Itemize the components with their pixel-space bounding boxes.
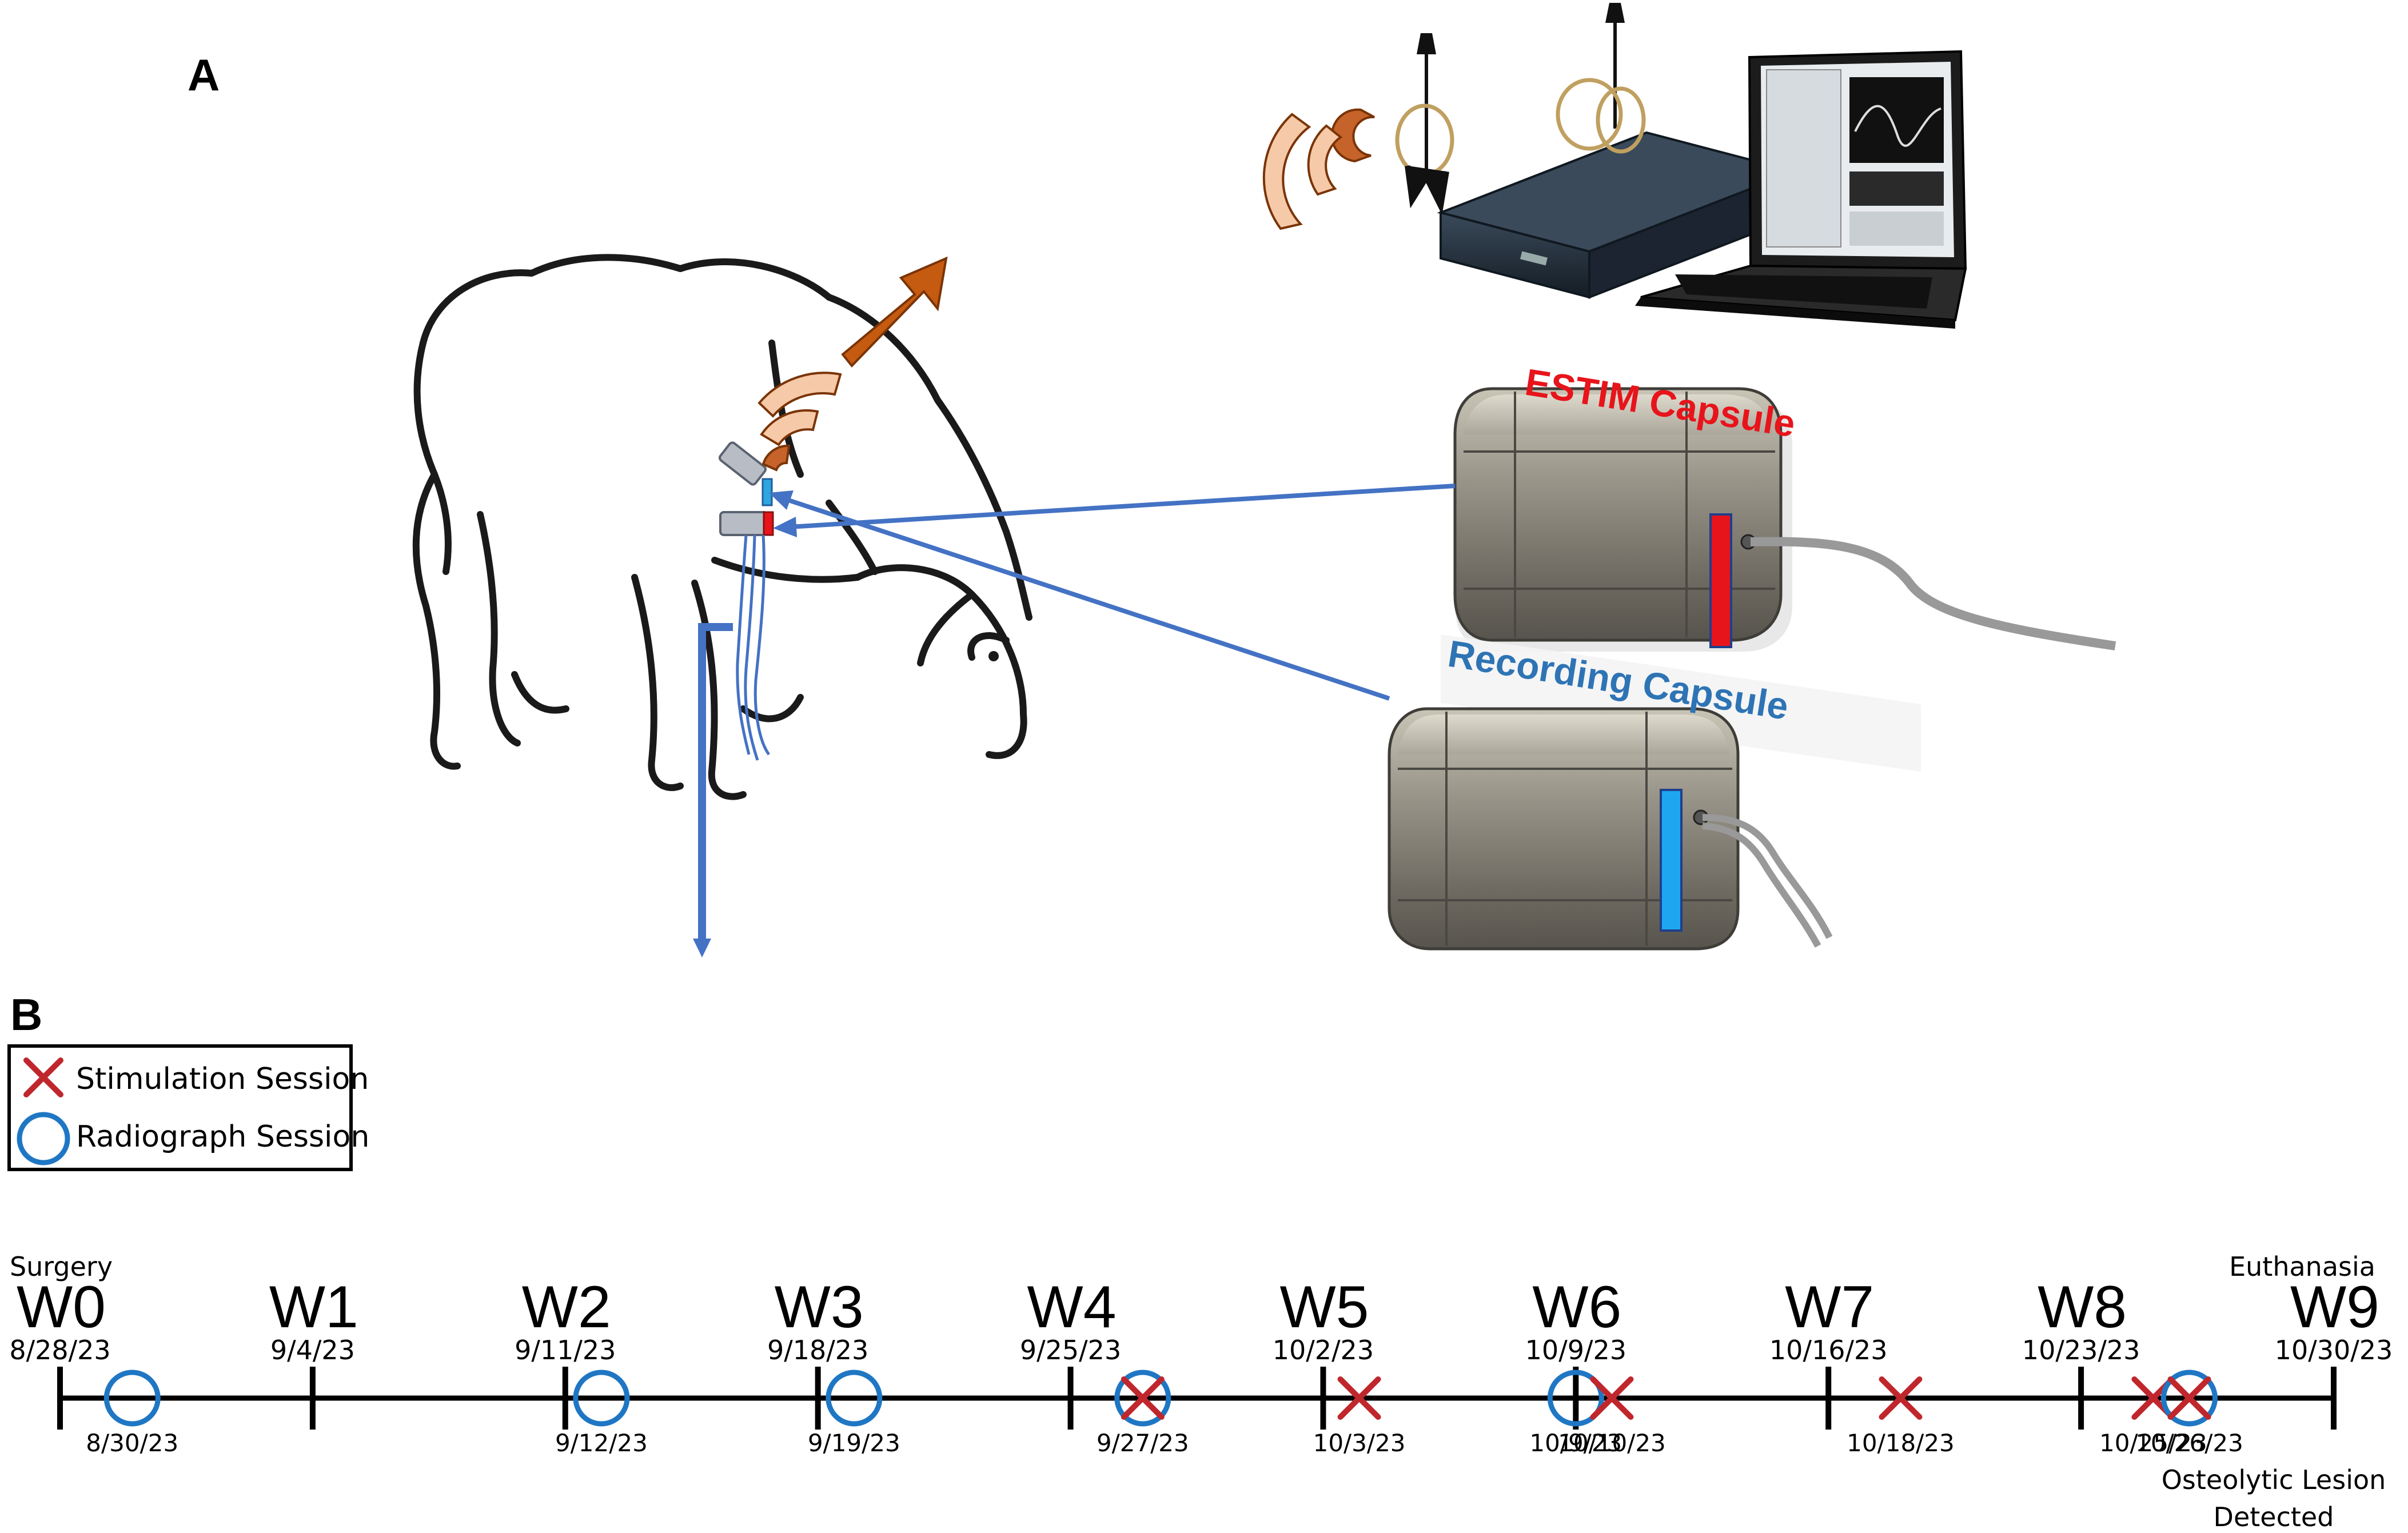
week-note: Surgery [10,1251,113,1282]
session-event: 10/10/23 [1558,1376,1666,1457]
session-date: 9/27/23 [1097,1429,1189,1457]
session-date: 10/18/23 [1847,1429,1955,1457]
recording-electrode [1660,789,1683,932]
lesion-note-line2: Detected [2214,1502,2334,1532]
session-date: 10/3/23 [1313,1429,1406,1457]
legend-radiograph-label: Radiograph Session [76,1120,369,1154]
stimulation-session-marker [2167,1376,2211,1420]
session-date: 10/9/23 [1529,1429,1622,1457]
down-arrow-head [693,939,711,957]
session-markers: 8/30/23 9/12/23 9/19/23 9/27/23 10/3/23 10/9/… [86,1370,2243,1457]
week-label: W4 [1027,1274,1117,1340]
week-date: 10/9/23 [1525,1335,1626,1366]
week-label: W7 [1785,1274,1874,1340]
implanted-devices [718,441,774,761]
movement-arrow [841,256,948,368]
antenna-right [1556,3,1646,154]
lesion-note-line1: Osteolytic Lesion [2162,1464,2386,1495]
week-date: 9/4/23 [270,1335,355,1366]
session-event: 10/18/23 [1847,1376,1955,1457]
week-marker-w2: W29/11/23 [515,1274,616,1430]
week-date: 8/28/23 [9,1335,110,1366]
sheep-eye [988,651,999,661]
panel-label-a: A [188,50,220,100]
recording-lead-wire-1 [1702,814,1833,939]
week-date: 10/23/23 [2022,1335,2140,1366]
radiograph-session-marker [2160,1370,2218,1427]
legend: Stimulation Session Radiograph Session [7,1044,369,1171]
antenna-left [1395,33,1454,215]
legend-radiograph-icon [17,1112,70,1165]
radiograph-session-marker [573,1370,630,1427]
recording-lead-wire-2 [1702,823,1821,948]
stimulation-session-marker [1590,1376,1634,1420]
session-event: 8/30/23 [86,1370,178,1457]
panel-label-b: B [10,989,42,1040]
week-date: 10/16/23 [1769,1335,1888,1366]
down-arrow [698,623,733,943]
radiograph-session-marker [1547,1370,1604,1427]
stimulation-session-marker [1337,1376,1381,1420]
session-date: 9/19/23 [808,1429,900,1457]
week-date: 9/18/23 [767,1335,868,1366]
week-marker-w1: W19/4/23 [269,1274,358,1430]
week-label: W3 [775,1274,864,1340]
week-date: 10/2/23 [1273,1335,1374,1366]
session-event: 10/26/23 [2135,1370,2243,1457]
estim-electrode [1709,513,1732,648]
week-note: Euthanasia [2229,1251,2375,1282]
session-event: 10/9/23 [1529,1370,1622,1457]
radiograph-session-marker [826,1370,883,1427]
estim-lead-wire [1750,537,2116,650]
wireless-signal-sheep [758,372,842,472]
laptop [1635,50,1967,329]
week-label: W0 [17,1274,106,1340]
session-event: 10/3/23 [1313,1376,1406,1457]
week-label: W8 [2038,1274,2127,1340]
session-event: 9/27/23 [1097,1370,1189,1457]
wireless-signal-station [1262,108,1375,230]
week-date: 9/11/23 [515,1335,616,1366]
radiograph-session-marker [1114,1370,1171,1427]
week-marker-w4: W49/25/23 [1020,1274,1121,1430]
recording-capsule [1388,634,1921,951]
week-label: W2 [522,1274,611,1340]
week-label: W6 [1532,1274,1621,1340]
week-date: 10/30/23 [2275,1335,2393,1366]
estim-capsule [1453,387,2116,652]
radiograph-session-marker [103,1370,161,1427]
pointer-arrows [782,484,1456,701]
week-marker-w3: W39/18/23 [767,1274,868,1430]
legend-stimulation-label: Stimulation Session [76,1062,369,1096]
week-label: W1 [269,1274,358,1340]
session-date: 9/12/23 [555,1429,648,1457]
session-date: 10/25/23 [2099,1429,2207,1457]
pointer-arrow-head-recording [769,490,794,510]
session-event: 9/19/23 [808,1370,900,1457]
week-marker-w0: W08/28/23 Surgery [9,1251,113,1430]
stimulation-session-marker [1121,1376,1165,1420]
legend-stimulation-icon [23,1057,63,1097]
session-date: 10/10/23 [1558,1429,1666,1457]
session-date: 8/30/23 [86,1429,178,1457]
week-date: 9/25/23 [1020,1335,1121,1366]
pointer-arrow-head-estim [773,517,797,537]
stimulation-session-marker [1879,1376,1923,1420]
week-label: W9 [2290,1274,2379,1340]
session-event: 9/12/23 [555,1370,648,1457]
week-label: W5 [1279,1274,1369,1340]
session-date: 10/26/23 [2135,1429,2243,1457]
